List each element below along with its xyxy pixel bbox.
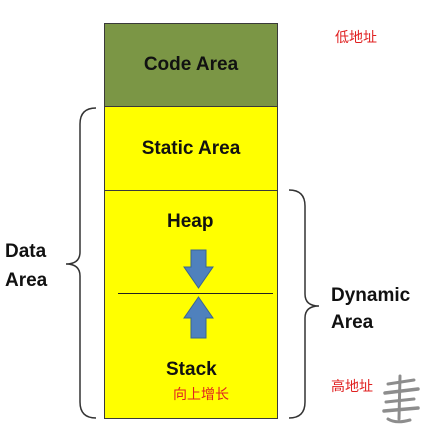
static-area-block: Static Area bbox=[104, 106, 278, 191]
low-address-label: 低地址 bbox=[335, 30, 377, 46]
heap-stack-divider bbox=[118, 293, 273, 294]
dynamic-area-brace bbox=[288, 189, 320, 419]
code-area-label: Code Area bbox=[143, 54, 239, 75]
data-area-brace bbox=[65, 107, 97, 419]
stack-label: Stack bbox=[166, 359, 217, 380]
data-area-label-line2: Area bbox=[5, 270, 48, 291]
grows-upward-label: 向上增长 bbox=[173, 387, 229, 403]
arrow-up-icon bbox=[183, 296, 214, 339]
static-area-label: Static Area bbox=[141, 137, 241, 159]
calligraphy-watermark bbox=[382, 374, 420, 424]
dynamic-area-label-line2: Area bbox=[331, 312, 374, 333]
dynamic-area-label-line1: Dynamic bbox=[331, 285, 411, 306]
data-area-label-line1: Data bbox=[5, 241, 47, 262]
arrow-down-icon bbox=[183, 249, 214, 289]
high-address-label: 高地址 bbox=[331, 379, 373, 395]
dynamic-area-block bbox=[104, 190, 278, 419]
heap-label: Heap bbox=[167, 211, 214, 232]
code-area-block: Code Area bbox=[104, 23, 278, 107]
